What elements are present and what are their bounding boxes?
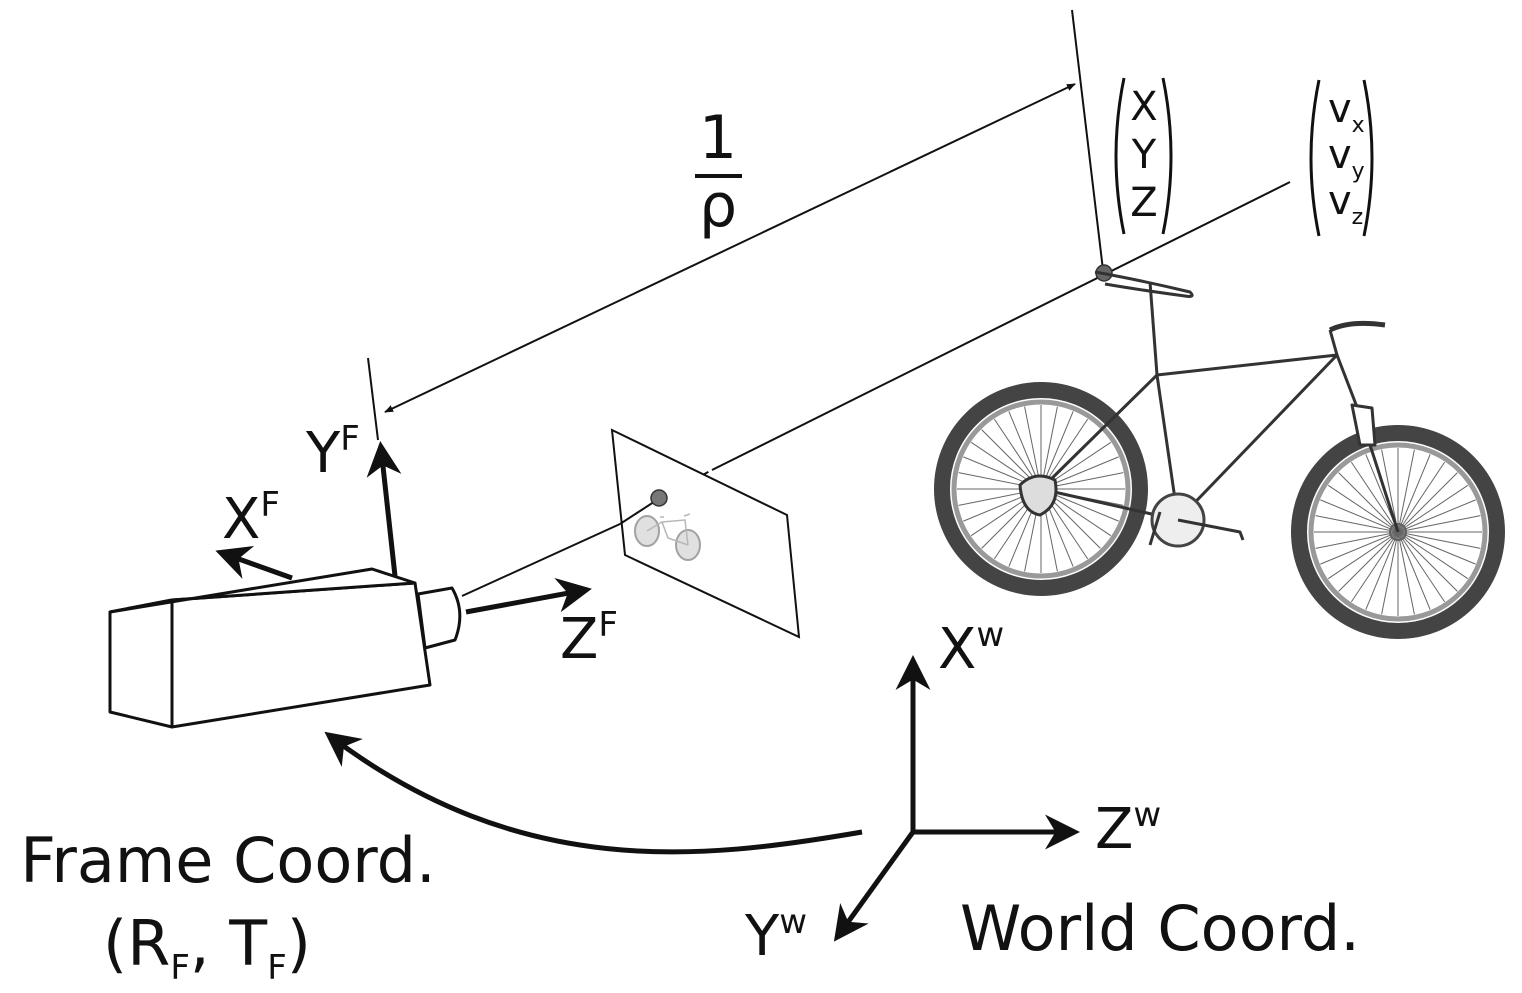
world-x-axis-label: Xw bbox=[938, 615, 1004, 682]
frame-coord-label: Frame Coord. bbox=[20, 824, 436, 897]
image-plane-outline bbox=[610, 428, 801, 639]
direction-vector-right-paren bbox=[1362, 79, 1374, 237]
wheel-spoke bbox=[1397, 531, 1415, 615]
direction-vector-z: vz bbox=[1328, 178, 1363, 230]
camera-y-axis-label: YF bbox=[305, 419, 360, 486]
wheel-spoke bbox=[1397, 531, 1458, 592]
point-vector-z: Z bbox=[1130, 180, 1157, 226]
world-coord-label: World Coord. bbox=[960, 892, 1360, 965]
wheel-spoke bbox=[1397, 531, 1481, 549]
world-z-axis-label: Zw bbox=[1095, 795, 1161, 862]
image-plane bbox=[610, 428, 801, 639]
camera bbox=[108, 567, 462, 729]
bicycle-illustration bbox=[934, 270, 1505, 639]
wheel-spoke bbox=[1397, 484, 1469, 533]
point-vector-y: Y bbox=[1131, 132, 1157, 178]
wheel-spoke bbox=[1397, 454, 1431, 533]
wheel-spoke bbox=[1327, 531, 1399, 580]
wheel-spoke bbox=[1338, 472, 1399, 533]
world-to-frame-transform-arrow bbox=[324, 731, 863, 855]
inverse-depth-dimension-line bbox=[384, 83, 1076, 413]
rear-wheel bbox=[934, 382, 1148, 596]
wheel-spoke bbox=[1365, 531, 1399, 610]
camera-z-axis bbox=[465, 577, 592, 615]
direction-vector-left-paren bbox=[1309, 79, 1321, 237]
camera-depth-reference-line bbox=[367, 357, 379, 441]
wheel-spoke bbox=[1381, 531, 1399, 615]
fraction-numerator: 1 bbox=[699, 103, 737, 173]
point-vector: X Y Z bbox=[1114, 77, 1173, 235]
inverse-depth-fraction: 1 ρ bbox=[695, 103, 742, 241]
wheel-spoke bbox=[1350, 531, 1399, 603]
world-axes bbox=[833, 655, 1080, 942]
wheel-spoke bbox=[1397, 531, 1446, 603]
point-vector-left-paren bbox=[1114, 77, 1126, 235]
camera-axes bbox=[215, 441, 592, 615]
camera-front-face bbox=[108, 598, 174, 729]
bicycle-frame bbox=[1018, 270, 1400, 548]
wheel-spoke bbox=[1397, 531, 1469, 580]
camera-z-axis-label: ZF bbox=[560, 605, 618, 672]
wheel-spoke bbox=[1320, 499, 1399, 533]
wheel-spoke bbox=[1397, 472, 1458, 533]
projection-ray-far bbox=[711, 181, 1291, 471]
wheel-spoke bbox=[1397, 531, 1476, 565]
wheel-spoke bbox=[1397, 499, 1476, 533]
wheel-spoke bbox=[1397, 515, 1481, 533]
direction-vector: vx vy vz bbox=[1309, 79, 1374, 237]
wheel-spoke bbox=[1315, 515, 1399, 533]
wheel-spoke bbox=[1381, 449, 1399, 533]
camera-side-face bbox=[170, 581, 432, 729]
wheel-spoke bbox=[1350, 461, 1399, 533]
wheel-spoke bbox=[1338, 531, 1399, 592]
direction-vector-y: vy bbox=[1328, 132, 1365, 184]
camera-x-axis bbox=[215, 545, 293, 581]
wheel-spoke bbox=[1320, 531, 1399, 565]
point-vector-right-paren bbox=[1161, 77, 1173, 235]
wheel-spoke bbox=[1397, 531, 1431, 610]
camera-x-axis-label: XF bbox=[222, 485, 280, 552]
projected-point bbox=[650, 489, 668, 507]
projection-ray bbox=[461, 523, 621, 597]
wheel-spoke bbox=[1315, 531, 1399, 549]
fraction-denominator: ρ bbox=[699, 171, 737, 241]
front-wheel bbox=[1291, 425, 1505, 639]
projected-bicycle-thumbnail bbox=[634, 513, 701, 561]
wheel-spoke bbox=[1397, 461, 1446, 533]
camera-lens bbox=[416, 586, 462, 650]
point-depth-reference-line bbox=[1071, 9, 1104, 271]
camera-top-face bbox=[108, 567, 417, 614]
wheel-spoke bbox=[1327, 484, 1399, 533]
world-y-axis bbox=[833, 830, 916, 942]
world-y-axis-label: Yw bbox=[744, 902, 807, 969]
direction-vector-x: vx bbox=[1328, 86, 1365, 138]
point-vector-x: X bbox=[1130, 84, 1157, 130]
wheel-spoke bbox=[1397, 449, 1415, 533]
camera-y-axis bbox=[366, 441, 402, 577]
frame-coord-params: (RF, TF) bbox=[103, 907, 311, 988]
